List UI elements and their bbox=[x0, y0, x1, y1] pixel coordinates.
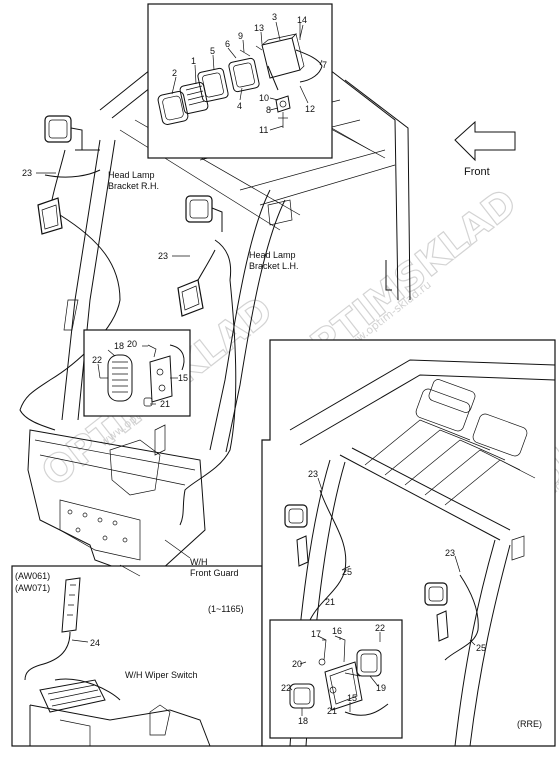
leader-lines bbox=[36, 21, 476, 716]
rre-label: (RRE) bbox=[517, 719, 542, 729]
inset-head-lamp-exploded bbox=[147, 3, 333, 159]
callout-number: 19 bbox=[376, 683, 386, 693]
callout-number: 17 bbox=[311, 629, 321, 639]
callout-number: 5 bbox=[210, 46, 215, 56]
head-lamp-bracket-lh-line2: Bracket L.H. bbox=[249, 261, 299, 271]
callout-number: 20 bbox=[127, 339, 137, 349]
callout-number: 18 bbox=[114, 341, 124, 351]
callout-number: 25 bbox=[476, 643, 486, 653]
aw061-label: (AW061) bbox=[15, 571, 50, 581]
front-direction-arrow bbox=[454, 120, 516, 162]
head-lamp-rh bbox=[44, 115, 83, 150]
callout-number: 22 bbox=[92, 355, 102, 365]
callout-number: 15 bbox=[347, 693, 357, 703]
callout-number: 4 bbox=[237, 101, 242, 111]
inset-rre bbox=[261, 339, 556, 747]
callout-number: 23 bbox=[158, 251, 168, 261]
wh-front-guard-line1: W/H bbox=[190, 557, 208, 567]
aw071-label: (AW071) bbox=[15, 583, 50, 593]
callout-number: 22 bbox=[281, 683, 291, 693]
callout-number: 21 bbox=[325, 597, 335, 607]
callout-number: 14 bbox=[297, 15, 307, 25]
callout-number: 6 bbox=[225, 39, 230, 49]
callout-number: 13 bbox=[254, 23, 264, 33]
callout-number: 11 bbox=[259, 125, 268, 135]
callout-number: 20 bbox=[292, 659, 302, 669]
callout-number: 21 bbox=[327, 706, 337, 716]
head-lamp-lh bbox=[185, 195, 223, 232]
callout-number: 22 bbox=[375, 623, 385, 633]
wh-front-guard-line2: Front Guard bbox=[190, 568, 239, 578]
callout-number: 15 bbox=[178, 373, 188, 383]
callout-number: 7 bbox=[322, 60, 327, 70]
callout-number: 25 bbox=[342, 567, 352, 577]
text-labels: Front Head Lamp Bracket R.H. Head Lamp B… bbox=[15, 166, 542, 729]
callout-number: 3 bbox=[272, 12, 277, 22]
callout-number: 1 bbox=[191, 56, 196, 66]
wiper-switch-label: W/H Wiper Switch bbox=[125, 670, 198, 680]
inset-side-lamp bbox=[83, 329, 191, 417]
callout-number: 21 bbox=[160, 399, 170, 409]
inset-wiper-switch bbox=[11, 565, 263, 747]
callout-number: 18 bbox=[298, 716, 308, 726]
head-lamp-bracket-rh-line2: Bracket R.H. bbox=[108, 181, 159, 191]
callout-number: 10 bbox=[259, 93, 269, 103]
callout-number: 12 bbox=[305, 104, 315, 114]
head-lamp-bracket-lh-line1: Head Lamp bbox=[249, 250, 296, 260]
side-lamp-rh bbox=[37, 197, 63, 235]
callout-numbers: 3 14 13 9 6 5 1 2 4 7 12 10 8 11 23 23 1… bbox=[22, 12, 486, 726]
callout-number: 23 bbox=[308, 469, 318, 479]
side-lamp-lh bbox=[177, 279, 204, 317]
callout-number: 23 bbox=[445, 548, 455, 558]
front-guard-panel bbox=[27, 424, 206, 581]
front-label: Front bbox=[464, 166, 490, 178]
callout-number: 8 bbox=[266, 105, 271, 115]
range-label: (1~1165) bbox=[208, 604, 244, 614]
head-lamp-bracket-rh-line1: Head Lamp bbox=[108, 170, 155, 180]
callout-number: 23 bbox=[22, 168, 32, 178]
callout-number: 2 bbox=[172, 68, 177, 78]
callout-number: 9 bbox=[238, 31, 243, 41]
callout-number: 24 bbox=[90, 638, 100, 648]
callout-number: 16 bbox=[332, 626, 342, 636]
